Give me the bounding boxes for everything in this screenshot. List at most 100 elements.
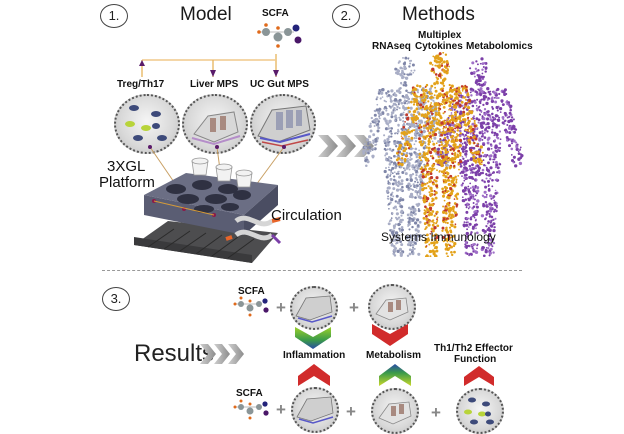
figure-dot xyxy=(427,185,430,188)
figure-dot xyxy=(486,138,490,141)
figure-dot xyxy=(431,200,433,203)
figure-dot xyxy=(453,98,456,101)
figure-dot xyxy=(490,99,495,104)
figure-dot xyxy=(438,170,441,173)
figure-dot xyxy=(507,101,511,104)
figure-dot xyxy=(464,241,468,245)
figure-dot xyxy=(475,178,478,181)
figure-dot xyxy=(461,155,464,158)
figure-dot xyxy=(501,121,505,124)
figure-dot xyxy=(501,101,503,103)
figure-dot xyxy=(432,142,436,146)
figure-dot xyxy=(431,96,434,99)
figure-dot xyxy=(398,143,403,148)
figure-dot xyxy=(418,95,421,98)
figure-dot xyxy=(427,100,430,103)
figure-dot xyxy=(419,167,422,171)
figure-dot xyxy=(412,168,414,171)
figure-dot xyxy=(433,136,437,140)
figure-dot xyxy=(411,243,415,247)
figure-dot xyxy=(472,250,475,253)
figure-dot xyxy=(400,157,404,160)
figure-dot xyxy=(432,99,435,102)
figure-dot xyxy=(479,62,482,65)
figure-dot xyxy=(445,166,449,170)
figure-dot xyxy=(390,243,394,247)
figure-dot xyxy=(430,84,434,88)
figure-dot xyxy=(413,151,416,154)
figure-dot xyxy=(450,95,454,99)
figure-dot xyxy=(426,254,429,257)
figure-dot xyxy=(413,247,416,250)
figure-dot xyxy=(426,170,429,173)
figure-dot xyxy=(483,136,487,139)
figure-dot xyxy=(495,133,499,137)
figure-dot xyxy=(457,174,460,177)
figure-dot xyxy=(399,165,403,169)
outcome-inflammation-label: Inflammation xyxy=(283,350,346,361)
figure-dot xyxy=(450,179,454,183)
figure-dot xyxy=(403,162,406,164)
figure-dot xyxy=(474,184,477,188)
figure-dot xyxy=(486,203,489,206)
figure-dot xyxy=(482,65,485,69)
figure-dot xyxy=(432,117,436,121)
figure-dot xyxy=(394,223,397,226)
figure-dot xyxy=(468,222,472,226)
figure-dot xyxy=(433,71,436,74)
figure-dot xyxy=(422,142,425,145)
figure-dot xyxy=(493,96,496,99)
figure-dot xyxy=(429,193,433,197)
figure-dot xyxy=(428,92,432,96)
figure-dot xyxy=(436,150,440,154)
figure-dot xyxy=(374,140,378,143)
figure-dot xyxy=(459,160,463,164)
figure-dot xyxy=(425,120,428,123)
figure-dot xyxy=(496,109,499,112)
figure-dot xyxy=(405,184,410,189)
figure-dot xyxy=(405,89,408,93)
figure-dot xyxy=(442,219,445,222)
results-chevron-arrows-icon xyxy=(200,344,244,364)
figure-dot xyxy=(409,153,413,157)
figure-dot xyxy=(406,254,410,257)
figure-dot xyxy=(433,167,436,170)
figure-dot xyxy=(481,68,484,71)
figure-dot xyxy=(413,234,418,238)
plus-sign: + xyxy=(346,402,356,421)
figure-dot xyxy=(468,141,471,143)
figure-dot xyxy=(435,184,439,188)
figure-dot xyxy=(486,141,490,145)
figure-dot xyxy=(410,69,413,72)
figure-dot xyxy=(442,84,446,87)
figure-dot xyxy=(394,67,398,71)
figure-dot xyxy=(464,84,467,87)
figure-dot xyxy=(431,219,434,223)
figure-dot xyxy=(453,164,456,168)
figure-dot xyxy=(422,101,425,104)
figure-dot xyxy=(433,94,436,97)
figure-dot xyxy=(449,187,453,191)
figure-dot xyxy=(454,111,458,114)
figure-dot xyxy=(469,132,472,135)
figure-dot xyxy=(376,96,379,99)
figure-dot xyxy=(442,211,445,214)
figure-dot xyxy=(461,150,465,153)
figure-dot xyxy=(466,112,470,116)
figure-dot xyxy=(468,175,472,179)
figure-dot xyxy=(487,250,490,253)
figure-dot xyxy=(443,131,447,134)
figure-dot xyxy=(446,64,449,67)
figure-dot xyxy=(493,91,497,95)
figure-dot xyxy=(418,220,422,224)
figure-dot xyxy=(421,155,423,157)
figure-dot xyxy=(493,131,497,135)
figure-dot xyxy=(446,137,450,140)
figure-dot xyxy=(482,143,486,147)
figure-dot xyxy=(484,248,488,252)
figure-dot xyxy=(450,220,454,224)
figure-dot xyxy=(415,203,418,206)
figure-dot xyxy=(392,252,396,256)
figure-dot xyxy=(440,163,444,168)
figure-dot xyxy=(494,189,497,192)
